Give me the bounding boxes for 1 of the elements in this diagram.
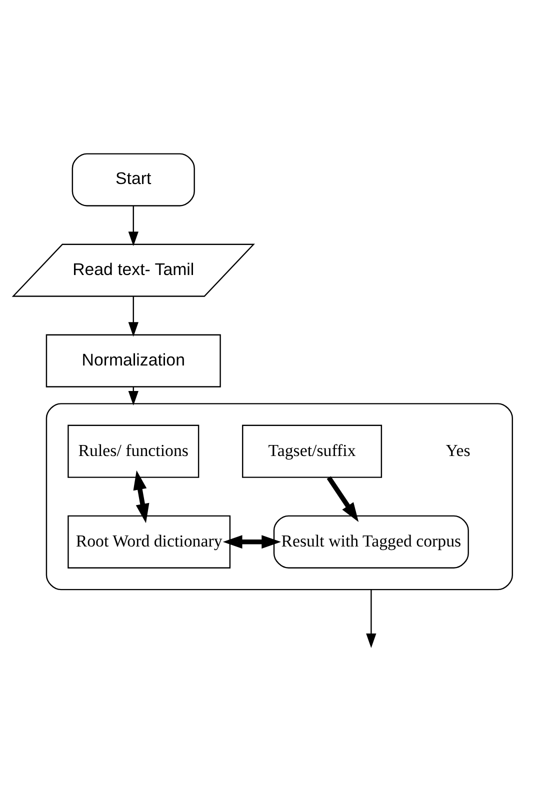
label: Yes	[446, 440, 470, 460]
